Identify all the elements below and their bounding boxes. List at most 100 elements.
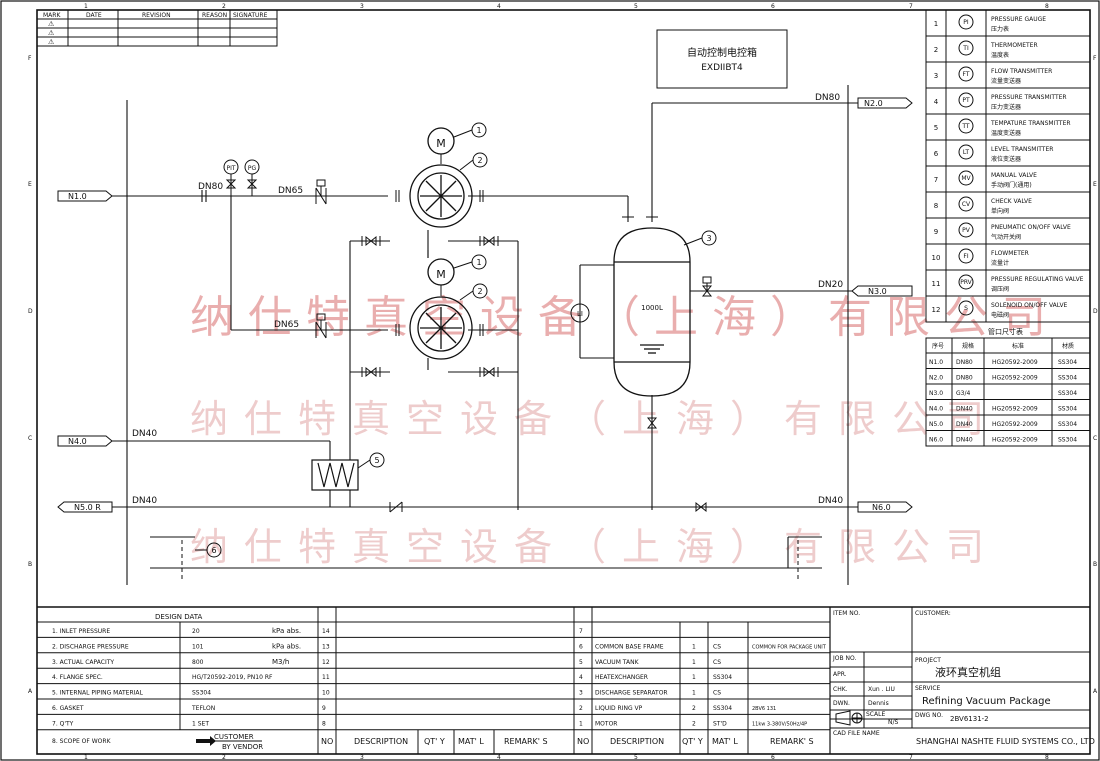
legend-en: PRESSURE REGULATING VALVE [991,276,1084,283]
legend-no: 3 [934,72,938,80]
legend-cn: 单向阀 [991,207,1009,215]
control-panel-box: 自动控制电控箱 EXDIIBT4 [656,29,788,89]
watermark-line-2: 纳仕特真空设备（上海）有限公司 [190,397,1000,441]
item-no-label: ITEM NO. [833,610,860,617]
legend-cn: 调压阀 [991,285,1009,293]
bom-right-qty: 1 [692,690,696,697]
bom-right-no: 4 [579,674,583,681]
dwn-label: DWN. [833,700,850,707]
legend-cn: 液位变送器 [991,155,1021,163]
pressure-transmitter-icon: PIT [223,159,239,196]
bom-right-header: DESCRIPTION [610,737,664,746]
pipe-size-dn40: DN40 [132,429,157,439]
nozzle-cell: N3.0 [929,390,943,397]
pipe-size-dn40: DN40 [818,496,843,506]
legend-symbol-label: TI [962,45,969,52]
grid-col-5: 5 [634,3,638,10]
legend-symbol-icon [958,196,974,212]
nozzle-n2-arrow [857,97,913,109]
grid-column-markers: 1 2 3 4 5 6 7 8 1 2 3 4 5 6 7 8 [84,3,1049,761]
legend-symbol-label: S [964,305,968,312]
nozzle-cell: DN80 [956,359,973,366]
bom-right-header: NO [577,737,589,746]
legend-en: PRESSURE TRANSMITTER [991,94,1067,101]
legend-symbol-label: FT [962,71,969,78]
legend-symbol-label: PV [962,227,971,234]
design-unit: kPa abs. [272,627,301,635]
grid-row-d-right: D [1093,308,1098,315]
legend-symbol-label: PRV [960,279,972,286]
nozzle-cell: SS304 [1058,359,1077,366]
pipe-size-dn80: DN80 [815,93,840,103]
legend-symbol-label: FI [963,253,968,260]
grid-col-2-bottom: 2 [222,754,226,761]
bom-right-desc: MOTOR [595,720,617,727]
nozzle-n6-arrow [857,501,913,513]
nozzle-n4-label: N4.0 [68,437,87,446]
bom-right-mat: CS [713,690,721,697]
design-label: 6. GASKET [52,705,84,712]
nozzle-cell: HG20592-2009 [992,421,1038,428]
legend-no: 5 [934,124,938,132]
legend-en: CHECK VALVE [991,198,1032,205]
design-value: 101 [192,643,204,650]
balloon-6: 6 [195,542,222,558]
liquid-ring-pump-icon [409,164,473,228]
grid-col-4: 4 [497,3,501,10]
bom-right-mat: CS [713,643,721,650]
legend-no: 7 [934,176,938,184]
control-box-rating: EXDIIBT4 [701,63,743,73]
pressure-gauge-icon: PG [244,159,260,196]
nozzle-cell: SS304 [1058,406,1077,413]
balloon-number: 5 [374,456,379,465]
design-value: TEFLON [191,705,215,712]
apr-label: APR. [833,671,847,678]
bom-right-no: 3 [579,690,583,697]
grid-col-4-bottom: 4 [497,754,501,761]
grid-col-7-bottom: 7 [909,754,913,761]
legend-cn: 电磁阀 [991,311,1009,319]
grid-row-f: F [28,55,32,62]
heat-exchanger-icon [311,459,359,491]
bom-left-header: REMARK' S [504,737,548,746]
job-no-label: JOB NO. [832,655,856,662]
bom-right-mat: SS304 [713,705,732,712]
design-label: 2. DISCHARGE PRESSURE [52,643,129,650]
grid-row-a: A [28,688,33,695]
legend-symbol-label: PT [962,97,970,104]
legend-symbol-icon [958,170,974,186]
legend-en: THERMOMETER [990,42,1038,49]
bom-right-header: REMARK' S [770,737,814,746]
li-label: LI [577,310,583,318]
bom-right-qty: 1 [692,674,696,681]
design-label: 4. FLANGE SPEC. [52,674,103,681]
nozzle-th: 序号 [932,342,944,350]
rev-header-revision: REVISION [142,12,171,19]
bom-right-no: 7 [579,628,583,635]
bom-right-qty: 2 [692,720,696,727]
legend-no: 2 [934,46,938,54]
legend-no: 11 [932,280,941,288]
nozzle-cell: DN80 [956,375,973,382]
nozzle-cell: HG20592-2009 [992,359,1038,366]
nozzle-cell: HG20592-2009 [992,437,1038,444]
liquid-ring-pump-icon [409,296,473,360]
legend-cn: 气动开关阀 [991,233,1021,241]
legend-no: 9 [934,228,938,236]
bom-right-header: QT' Y [682,737,703,746]
legend-no: 1 [934,20,938,28]
balloon-2: 2 [459,283,488,301]
balloon-2: 2 [459,152,488,171]
dwg-number: 2BV6131-2 [950,715,989,723]
bom-left-header: MAT' L [458,737,484,746]
bom-right-mat: SS304 [713,674,732,681]
grid-row-a-right: A [1093,688,1098,695]
revision-block: MARK DATE REVISION REASON SIGNATURE ⚠ ⚠ … [36,9,278,47]
balloon-3: 3 [683,230,717,246]
nozzle-n1-arrow [57,190,113,202]
grid-col-8: 8 [1045,3,1049,10]
